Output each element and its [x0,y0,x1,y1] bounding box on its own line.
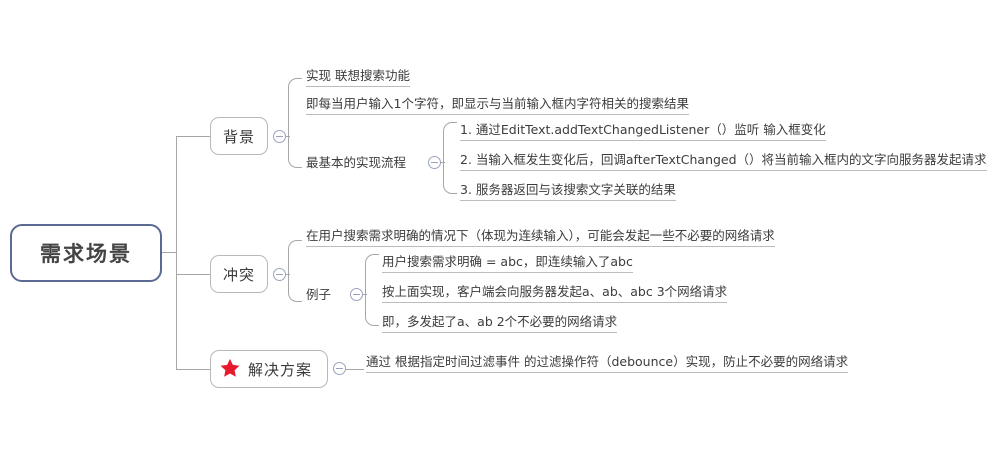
leaf-flow-step-3[interactable]: 3. 服务器返回与该搜索文字关联的结果 [460,182,676,201]
connector-bracket-flow-joint [441,162,445,163]
root-node-label: 需求场景 [40,242,132,266]
collapse-toggle-conflict[interactable] [273,268,286,281]
connector-bracket-background [288,78,302,168]
collapse-toggle-example[interactable] [350,288,363,301]
red-star-icon [219,357,243,381]
connector-bracket-example [365,254,379,326]
connector-bracket-example-joint [363,294,367,295]
leaf-background-2[interactable]: 即每当用户输入1个字符，即显示与当前输入框内字符相关的搜索结果 [306,96,689,115]
topic-label-background: 背景 [222,127,255,146]
connector-main-trunk [176,136,177,369]
leaf-solution-1[interactable]: 通过 根据指定时间过滤事件 的过滤操作符（debounce）实现，防止不必要的网… [366,354,849,373]
topic-label-solution: 解决方案 [248,360,313,379]
connector-root-stub [162,252,176,253]
connector-to-solution [176,369,210,370]
leaf-flow-step-1[interactable]: 1. 通过EditText.addTextChangedListener（）监听… [460,122,826,141]
subtopic-label-flow[interactable]: 最基本的实现流程 [306,155,407,170]
leaf-example-2[interactable]: 按上面实现，客户端会向服务器发起a、ab、abc 3个网络请求 [382,284,728,303]
leaf-conflict-1[interactable]: 在用户搜索需求明确的情况下（体现为连续输入），可能会发起一些不必要的网络请求 [306,228,775,247]
collapse-toggle-background[interactable] [273,130,286,143]
connector-bracket-background-joint [286,136,290,137]
topic-node-background[interactable]: 背景 [210,117,268,155]
collapse-toggle-solution[interactable] [333,362,346,375]
topic-node-conflict[interactable]: 冲突 [210,255,268,293]
collapse-toggle-flow[interactable] [428,156,441,169]
connector-to-background [176,136,210,137]
connector-bracket-conflict-joint [286,274,290,275]
connector-bracket-solution [346,369,364,370]
root-node[interactable]: 需求场景 [10,224,162,282]
connector-to-conflict [176,274,210,275]
leaf-background-1[interactable]: 实现 联想搜索功能 [306,68,410,87]
topic-node-solution[interactable]: 解决方案 [210,350,328,388]
leaf-flow-step-2[interactable]: 2. 当输入框发生变化后，回调afterTextChanged（）将当前输入框内… [460,152,987,171]
topic-label-conflict: 冲突 [222,265,255,284]
subtopic-label-example[interactable]: 例子 [306,287,332,302]
leaf-example-3[interactable]: 即，多发起了a、ab 2个不必要的网络请求 [382,314,618,333]
connector-bracket-conflict [288,240,302,302]
leaf-example-1[interactable]: 用户搜索需求明确 = abc，即连续输入了abc [382,254,633,273]
connector-bracket-flow [443,122,457,194]
